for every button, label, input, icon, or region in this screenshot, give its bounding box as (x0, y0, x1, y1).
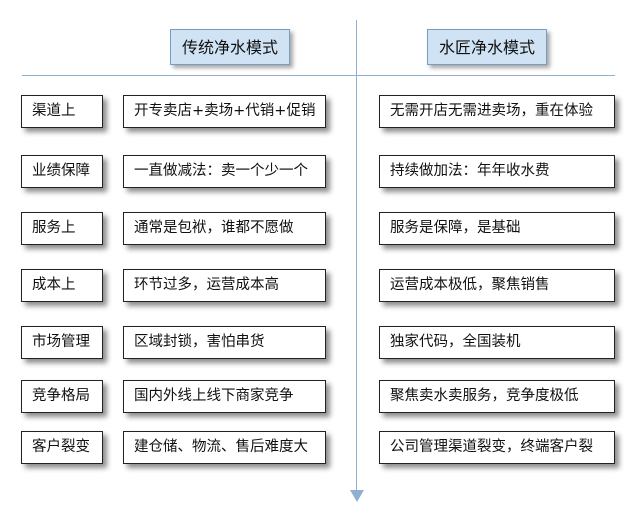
row-label-market-management: 市场管理 (21, 326, 103, 359)
row-label-cost: 成本上 (21, 269, 103, 302)
row-label-competition: 竞争格局 (21, 380, 103, 413)
water-craftsman-mode-header: 水匠净水模式 (427, 29, 547, 65)
traditional-mode-header: 传统净水模式 (170, 29, 290, 65)
vertical-divider (356, 20, 357, 494)
traditional-cell-service: 通常是包袱，谁都不愿做 (123, 212, 326, 245)
traditional-cell-cost: 环节过多，运营成本高 (123, 269, 326, 302)
row-label-performance: 业绩保障 (21, 155, 103, 188)
arrow-down-icon (350, 490, 364, 502)
row-label-service: 服务上 (21, 212, 103, 245)
water-craftsman-cell-customer-fission: 公司管理渠道裂变，终端客户裂 (379, 431, 615, 464)
water-craftsman-cell-channel: 无需开店无需进卖场，重在体验 (379, 95, 615, 128)
traditional-cell-channel: 开专卖店+卖场+代销+促销 (123, 95, 326, 128)
water-craftsman-cell-market-management: 独家代码，全国装机 (379, 326, 615, 359)
traditional-cell-competition: 国内外线上线下商家竞争 (123, 380, 326, 413)
horizontal-divider (22, 75, 615, 76)
traditional-cell-customer-fission: 建仓储、物流、售后难度大 (123, 431, 326, 464)
traditional-cell-market-management: 区域封锁，害怕串货 (123, 326, 326, 359)
water-craftsman-cell-performance: 持续做加法：年年收水费 (379, 155, 615, 188)
water-craftsman-cell-service: 服务是保障，是基础 (379, 212, 615, 245)
water-craftsman-cell-cost: 运营成本极低，聚焦销售 (379, 269, 615, 302)
traditional-cell-performance: 一直做减法：卖一个少一个 (123, 155, 326, 188)
row-label-channel: 渠道上 (21, 95, 103, 128)
water-craftsman-cell-competition: 聚焦卖水卖服务，竞争度极低 (379, 380, 615, 413)
row-label-customer-fission: 客户裂变 (21, 431, 103, 464)
